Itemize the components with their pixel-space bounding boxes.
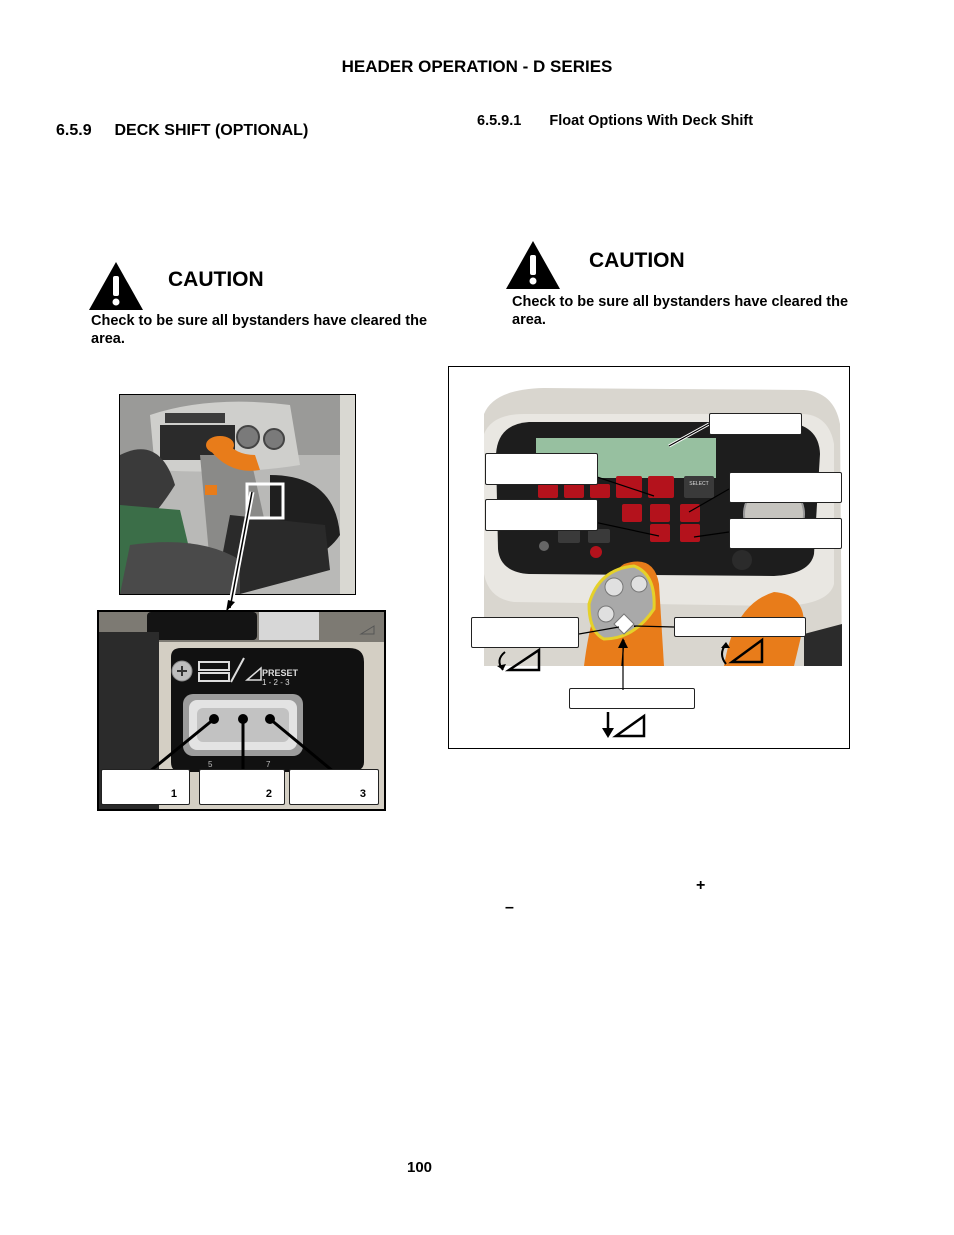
float-decrease-icon bbox=[497, 647, 541, 672]
plus-symbol: + bbox=[696, 877, 706, 894]
panel-number-5: 5 bbox=[208, 760, 213, 769]
callout-box-2: 2 bbox=[199, 769, 285, 805]
callout-box-3: 3 bbox=[289, 769, 379, 805]
callout-joystick-bottom bbox=[569, 688, 695, 709]
callout-number-2: 2 bbox=[265, 788, 272, 800]
warning-triangle-icon bbox=[89, 262, 143, 310]
callout-left-upper bbox=[485, 453, 598, 485]
caution-text: Check to be sure all bystanders have cle… bbox=[91, 313, 428, 347]
float-increase-icon bbox=[721, 637, 764, 665]
leader-arrow bbox=[226, 491, 255, 612]
callout-joystick-right bbox=[674, 617, 806, 637]
section-number: 6.5.9 bbox=[56, 122, 92, 139]
float-preset-icon bbox=[602, 712, 646, 738]
panel-number-7: 7 bbox=[266, 760, 271, 769]
section-title: DECK SHIFT (OPTIONAL) bbox=[114, 122, 309, 139]
cab-console-photo bbox=[119, 394, 356, 595]
caution-heading: CAUTION bbox=[168, 268, 264, 291]
section-heading: 6.5.9 DECK SHIFT (OPTIONAL) bbox=[56, 122, 308, 140]
page-header: HEADER OPERATION - D SERIES bbox=[341, 57, 613, 76]
callout-number-1: 1 bbox=[170, 788, 177, 800]
panel-preset-label: PRESET bbox=[262, 668, 299, 678]
callout-left-lower bbox=[485, 499, 598, 531]
leader-arrow bbox=[618, 638, 628, 690]
caution-heading: CAUTION bbox=[589, 249, 685, 272]
callout-box-1: 1 bbox=[101, 769, 190, 805]
minus-symbol: – bbox=[505, 899, 514, 916]
warning-triangle-icon bbox=[506, 241, 560, 289]
subsection-number: 6.5.9.1 bbox=[477, 113, 522, 129]
callout-right-lower bbox=[729, 518, 842, 549]
callout-right-upper bbox=[729, 472, 842, 503]
console-select-label: SELECT bbox=[689, 481, 708, 487]
callout-joystick-left bbox=[471, 617, 579, 648]
callout-display bbox=[709, 413, 802, 435]
subsection-title: Float Options With Deck Shift bbox=[549, 113, 754, 129]
subsection-heading: 6.5.9.1 Float Options With Deck Shift bbox=[477, 113, 753, 129]
panel-preset-sublabel: 1 - 2 - 3 bbox=[262, 678, 290, 687]
callout-number-3: 3 bbox=[359, 788, 366, 800]
page-number: 100 bbox=[407, 1159, 433, 1176]
caution-text: Check to be sure all bystanders have cle… bbox=[512, 294, 849, 328]
